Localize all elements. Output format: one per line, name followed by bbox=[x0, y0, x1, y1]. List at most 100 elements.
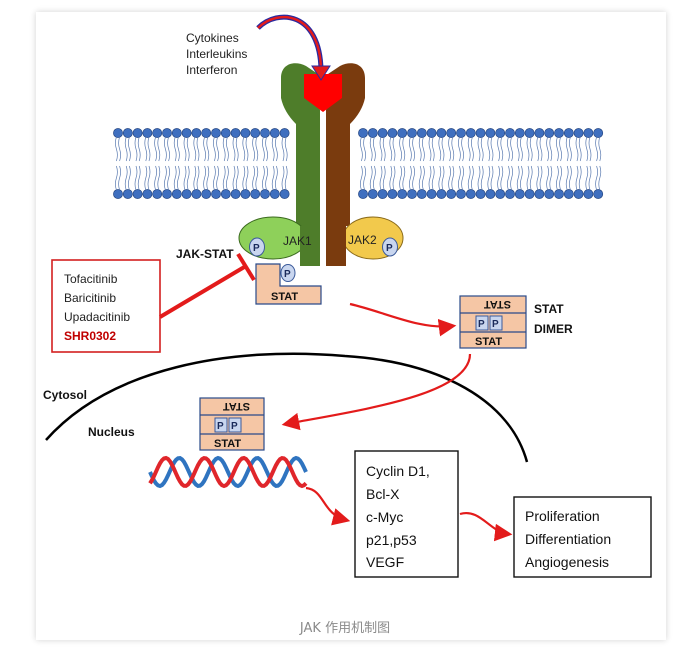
lipid-head bbox=[220, 189, 231, 199]
lipid-head bbox=[201, 189, 212, 199]
lipid-tail bbox=[262, 136, 265, 162]
lipid-tail bbox=[235, 136, 239, 162]
lipid-tail bbox=[520, 165, 523, 191]
lipid-head bbox=[426, 128, 437, 138]
lipid-tail bbox=[480, 136, 484, 162]
lipid-head bbox=[377, 189, 388, 199]
target-genes-box: Cyclin D1, Bcl-X c-Myc p21,p53 VEGF bbox=[354, 450, 459, 578]
svg-text:P: P bbox=[284, 269, 291, 280]
lipid-head bbox=[573, 189, 584, 199]
lipid-tail bbox=[409, 165, 412, 191]
lipid-tail bbox=[222, 165, 226, 191]
lipid-head bbox=[583, 189, 594, 199]
lipid-head bbox=[279, 189, 290, 199]
lipid-tail bbox=[186, 165, 190, 191]
outcome-differentiation: Differentiation bbox=[525, 531, 611, 547]
inhibition-line bbox=[158, 264, 248, 319]
lipid-tail bbox=[565, 136, 569, 162]
receptor-left-stalk bbox=[300, 110, 320, 240]
lipid-tail bbox=[373, 165, 376, 191]
lipid-tail bbox=[569, 136, 572, 162]
lipid-tail bbox=[255, 165, 259, 191]
lipid-tail bbox=[441, 165, 445, 191]
lipid-tail bbox=[245, 136, 249, 162]
lipid-tail bbox=[262, 165, 265, 191]
lipid-tail bbox=[216, 165, 219, 191]
lipid-head bbox=[524, 189, 535, 199]
lipid-tail bbox=[431, 165, 435, 191]
lipid-tail bbox=[461, 165, 464, 191]
lipid-tail bbox=[213, 165, 216, 191]
lipid-head bbox=[269, 128, 280, 138]
lipid-head bbox=[514, 189, 525, 199]
lipid-tail bbox=[128, 165, 131, 191]
lipid-tail bbox=[431, 136, 435, 162]
inhibition-bar bbox=[236, 252, 256, 282]
lipid-head bbox=[583, 128, 594, 138]
arrow-to-dimer bbox=[349, 302, 457, 337]
lipid-tail bbox=[510, 165, 513, 191]
lipid-tail bbox=[546, 136, 549, 162]
lipid-head bbox=[465, 189, 476, 199]
lipid-tail bbox=[379, 165, 383, 191]
lipid-tail bbox=[526, 136, 530, 162]
lipid-tail bbox=[232, 165, 236, 191]
lipid-tail bbox=[412, 165, 415, 191]
lipid-tail bbox=[164, 136, 167, 162]
receptor-right-stalk bbox=[326, 110, 346, 240]
lipid-tail bbox=[399, 136, 402, 162]
lipid-tail bbox=[226, 165, 229, 191]
svg-text:P: P bbox=[231, 421, 238, 432]
lipid-tail bbox=[422, 165, 425, 191]
lipid-head bbox=[269, 189, 280, 199]
lipid-head bbox=[260, 189, 270, 199]
lipid-head bbox=[456, 128, 466, 138]
lipid-tail bbox=[428, 136, 432, 162]
lipid-head bbox=[505, 128, 515, 138]
lipid-head bbox=[250, 189, 261, 199]
jak1-label: JAK1 bbox=[283, 234, 312, 248]
lipid-tail bbox=[183, 165, 187, 191]
lipid-tail bbox=[507, 136, 510, 162]
outcome-angiogenesis: Angiogenesis bbox=[525, 554, 609, 570]
pathway-label: JAK-STAT bbox=[176, 247, 234, 261]
lipid-tail bbox=[451, 136, 455, 162]
lipid-tail bbox=[598, 136, 602, 162]
ligand-labels: Cytokines Interleukins Interferon bbox=[186, 31, 247, 77]
lipid-head bbox=[534, 128, 545, 138]
stat-dimer-top-label: STAT bbox=[484, 298, 511, 310]
lipid-head bbox=[191, 128, 202, 138]
lipid-head bbox=[191, 189, 202, 199]
nuclear-envelope bbox=[45, 352, 529, 463]
lipid-head bbox=[544, 189, 555, 199]
lipid-tail bbox=[458, 165, 461, 191]
svg-text:P: P bbox=[217, 421, 224, 432]
lipid-tail bbox=[536, 136, 540, 162]
lipid-tail bbox=[559, 165, 562, 191]
lipid-tail bbox=[595, 136, 598, 162]
lipid-tail bbox=[402, 165, 406, 191]
lipid-tail bbox=[128, 136, 131, 162]
lipid-tail bbox=[556, 165, 559, 191]
lipid-head bbox=[407, 189, 417, 199]
lipid-head bbox=[171, 189, 182, 199]
lipid-tail bbox=[284, 165, 288, 191]
lipid-head bbox=[240, 189, 251, 199]
lipid-tail bbox=[173, 165, 177, 191]
lipid-tail bbox=[467, 165, 471, 191]
stat-dimer-bottom-label: STAT bbox=[475, 336, 502, 348]
lipid-tail bbox=[255, 136, 259, 162]
lipid-tail bbox=[585, 136, 589, 162]
svg-text:P: P bbox=[253, 243, 260, 254]
lipid-tail bbox=[167, 165, 170, 191]
lipid-head bbox=[387, 189, 398, 199]
inhibitor-tofacitinib: Tofacitinib bbox=[64, 272, 118, 286]
lipid-tail bbox=[118, 136, 121, 162]
svg-text:P: P bbox=[492, 319, 499, 330]
lipid-tail bbox=[516, 136, 520, 162]
lipid-head bbox=[446, 189, 457, 199]
lipid-tail bbox=[134, 136, 138, 162]
lipid-tail bbox=[154, 136, 157, 162]
lipid-tail bbox=[471, 165, 474, 191]
lipid-head bbox=[397, 189, 408, 199]
